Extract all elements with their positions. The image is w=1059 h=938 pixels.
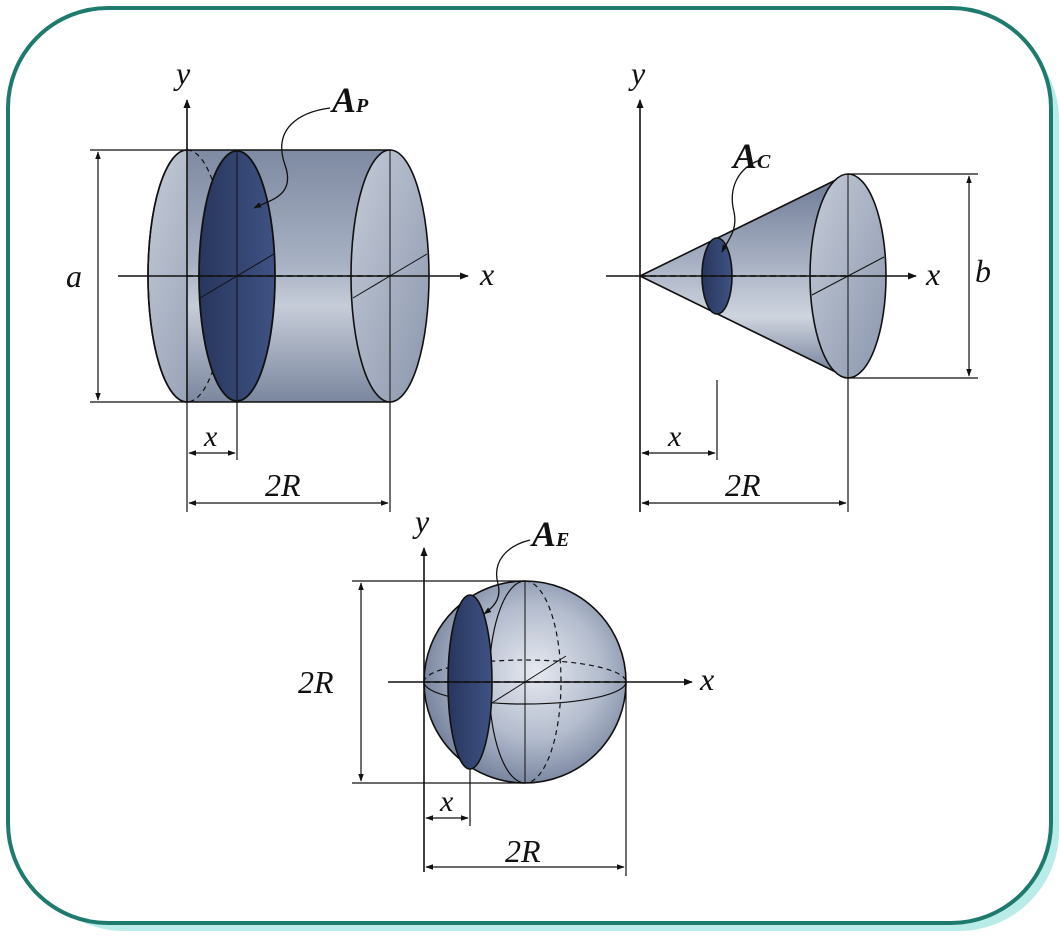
cylinder-y-label: y — [173, 55, 191, 91]
cone-y-label: y — [628, 55, 646, 91]
cone-length-label: 2R — [725, 467, 761, 503]
cone-section-label: AC — [731, 136, 771, 176]
cone-offset-label: x — [667, 420, 682, 453]
cylinder-section-leader — [253, 107, 331, 209]
sphere-height-label: 2R — [298, 664, 334, 700]
cone-height-label: b — [975, 253, 991, 289]
cone-x-label: x — [925, 256, 940, 292]
cylinder-section-label: AP — [330, 80, 369, 120]
sphere-length-label: 2R — [505, 833, 541, 869]
rounded-frame — [6, 6, 1059, 931]
sphere-section-label: AE — [530, 514, 569, 554]
sphere-section-leader — [483, 539, 531, 615]
cylinder-x-label: x — [479, 256, 494, 292]
cylinder-length-label: 2R — [265, 467, 301, 503]
sphere-y-label: y — [412, 503, 430, 539]
cone-section-leader — [721, 159, 761, 253]
frame-border — [6, 6, 1053, 925]
cylinder-offset-label: x — [203, 420, 218, 453]
sphere-x-label: x — [699, 661, 714, 697]
cylinder-height-label: a — [66, 258, 82, 294]
sphere-offset-label: x — [439, 785, 454, 818]
